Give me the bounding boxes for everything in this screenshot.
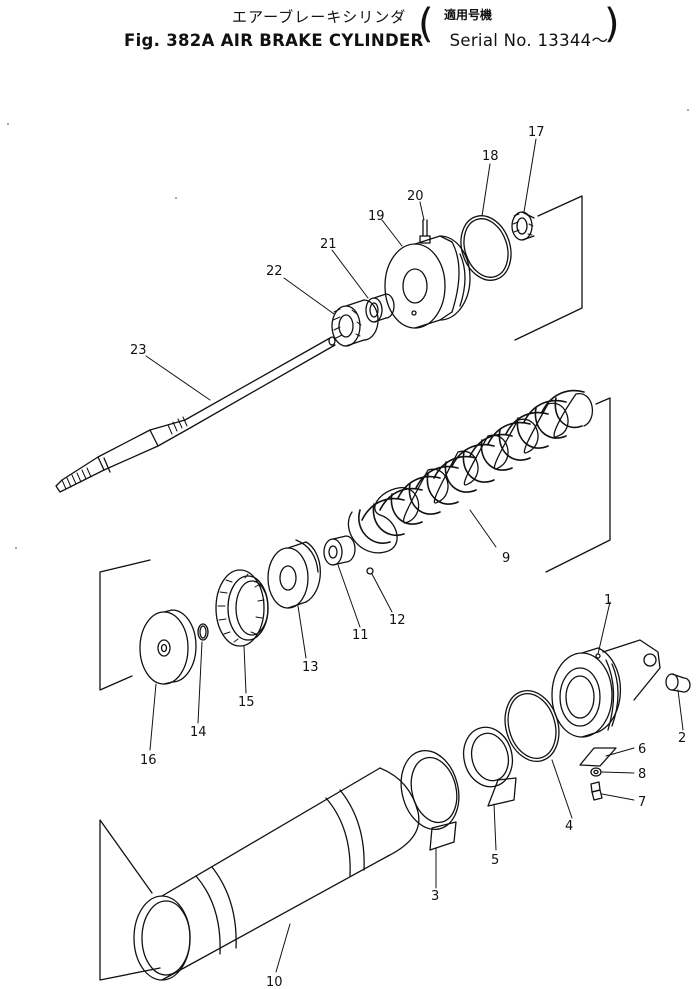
part-labels: 17 18 20 19 21 22 23 9 1 12 11 13 15 14 … <box>130 125 686 989</box>
o-ring-18 <box>460 215 512 281</box>
packing-3 <box>400 749 460 851</box>
label-10: 10 <box>266 975 283 989</box>
bearing-17 <box>511 211 535 241</box>
leader-lines <box>145 138 684 973</box>
label-2: 2 <box>678 731 686 746</box>
label-13: 13 <box>302 660 319 675</box>
label-14: 14 <box>190 725 207 740</box>
cylinder-tube-10 <box>133 767 420 981</box>
snap-ring-14 <box>197 623 209 641</box>
bolt-7 <box>590 781 603 801</box>
packing-5 <box>462 726 517 807</box>
label-23: 23 <box>130 343 147 358</box>
group-bracket-left <box>99 559 151 691</box>
label-12: 12 <box>389 613 406 628</box>
piston-packing-15 <box>215 569 269 647</box>
piston-13 <box>267 539 321 609</box>
label-5: 5 <box>491 853 499 868</box>
cylinder-cover-1 <box>551 639 661 738</box>
group-bracket-top <box>514 195 583 341</box>
figure-name: AIR BRAKE CYLINDER <box>220 31 424 50</box>
bushing-2 <box>665 673 691 693</box>
serial-japanese: 適用号機 <box>444 8 493 22</box>
end-plate-16 <box>139 609 197 685</box>
label-16: 16 <box>140 753 157 768</box>
label-7: 7 <box>638 795 646 810</box>
piston-rod <box>55 336 336 493</box>
cylinder-head-19 <box>384 235 471 329</box>
scan-specks <box>7 109 689 549</box>
label-20: 20 <box>407 189 424 204</box>
label-17: 17 <box>528 125 545 140</box>
label-15: 15 <box>238 695 255 710</box>
o-ring-4 <box>504 690 560 762</box>
label-21: 21 <box>320 237 337 252</box>
label-22: 22 <box>266 264 283 279</box>
label-11: 11 <box>352 628 369 643</box>
label-1: 1 <box>604 593 612 608</box>
spring-9 <box>347 389 594 554</box>
set-screw-12 <box>366 567 374 575</box>
serial-close-paren: ) <box>604 1 620 47</box>
label-6: 6 <box>638 742 646 757</box>
title-japanese: エアーブレーキシリンダ <box>232 8 407 26</box>
label-19: 19 <box>368 209 385 224</box>
label-3: 3 <box>431 889 439 904</box>
bearing-22 <box>331 299 379 347</box>
figure-number: Fig. 382A <box>124 31 215 50</box>
serial-number: Serial No. 13344～ <box>449 31 609 50</box>
group-bracket-bottom <box>99 819 161 981</box>
label-4: 4 <box>565 819 573 834</box>
bushing-21 <box>365 293 395 323</box>
nut-11 <box>323 535 356 566</box>
label-8: 8 <box>638 767 646 782</box>
bolt-20 <box>419 219 431 244</box>
group-bracket-spring <box>545 397 611 573</box>
label-9: 9 <box>502 551 510 566</box>
figure-title: Fig. 382A AIR BRAKE CYLINDER Serial No. … <box>124 27 608 51</box>
label-18: 18 <box>482 149 499 164</box>
serial-open-paren: ( <box>418 1 434 47</box>
lock-plate-6 <box>579 747 617 767</box>
washer-8 <box>590 767 602 777</box>
